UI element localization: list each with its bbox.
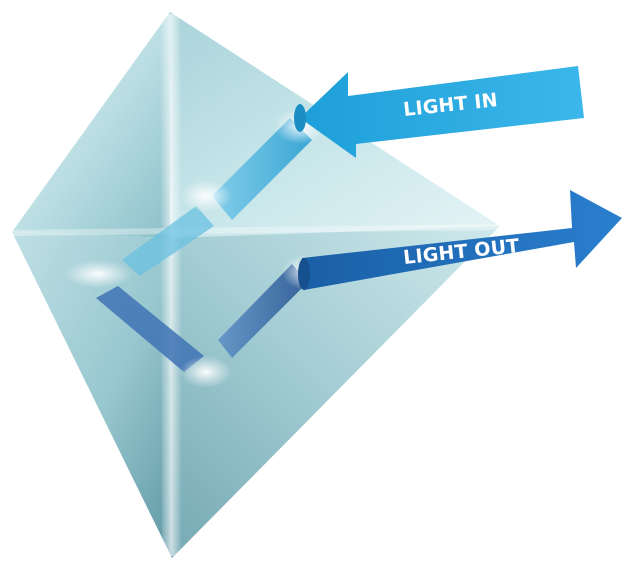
- prism-facet-top-left: [12, 12, 170, 238]
- prism-edge-highlight: [160, 14, 182, 556]
- light-in-arrow: LIGHT IN: [294, 66, 584, 158]
- light-in-beam-cap: [294, 104, 306, 132]
- glow-bottom: [180, 356, 232, 388]
- glow-upper-left: [180, 180, 232, 212]
- light-out-beam-cap: [298, 258, 310, 290]
- glow-left: [64, 260, 132, 288]
